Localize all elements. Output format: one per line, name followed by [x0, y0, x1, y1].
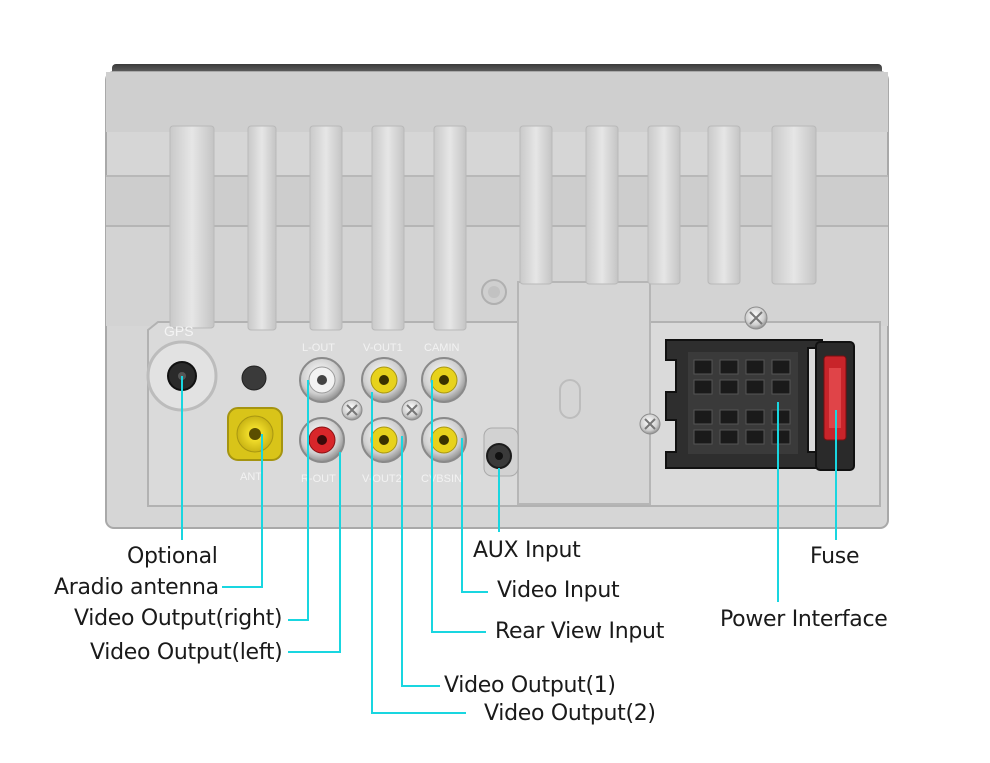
callout-video-output-right: Video Output(right): [74, 606, 283, 631]
cvbs-in-label: CVBSIN: [421, 473, 462, 485]
antenna-jack: ANT: [227, 407, 283, 483]
gps-label: GPS: [164, 323, 194, 339]
leader-radio-antenna: [222, 434, 263, 588]
power-connector: [665, 339, 855, 471]
rca-r-out: R-OUT: [299, 417, 345, 485]
knob-icon: [241, 365, 267, 391]
leader-video-output-2: [371, 392, 466, 714]
screw-icon: [341, 279, 768, 435]
v-out2-label: V-OUT2: [362, 473, 402, 485]
l-out-label: L-OUT: [302, 342, 335, 354]
leader-video-output-left: [288, 452, 341, 653]
ant-label: ANT: [240, 471, 262, 483]
r-out-label: R-OUT: [301, 473, 336, 485]
leader-lines: [181, 376, 837, 714]
callout-video-output-2: Video Output(2): [484, 701, 656, 726]
callout-video-output-1: Video Output(1): [444, 673, 616, 698]
rca-v-out1: V-OUT1: [361, 342, 407, 403]
cam-in-label: CAMIN: [424, 342, 460, 354]
leader-video-output-right: [288, 380, 309, 621]
rca-cvbs-in: CVBSIN: [421, 417, 467, 485]
rca-v-out2: V-OUT2: [361, 417, 407, 485]
v-out1-label: V-OUT1: [363, 342, 403, 354]
callout-aux-input: AUX Input: [473, 538, 581, 563]
leader-video-input: [461, 438, 488, 593]
rca-l-out: L-OUT: [299, 342, 345, 403]
callout-rear-view-input: Rear View Input: [495, 619, 665, 644]
callout-fuse: Fuse: [810, 544, 860, 569]
leader-rear-view-input: [431, 380, 486, 633]
callout-power-interface: Power Interface: [720, 607, 888, 632]
rca-cam-in: CAMIN: [421, 342, 467, 403]
aux-jack: [483, 427, 519, 477]
callout-radio-antenna: Aradio antenna: [54, 575, 219, 600]
cooling-ribs: [169, 125, 817, 331]
callout-optional: Optional: [127, 544, 218, 569]
leader-video-output-1: [401, 436, 440, 687]
callout-video-input: Video Input: [497, 578, 620, 603]
connector-pins: [693, 359, 791, 445]
callout-video-output-left: Video Output(left): [90, 640, 283, 665]
